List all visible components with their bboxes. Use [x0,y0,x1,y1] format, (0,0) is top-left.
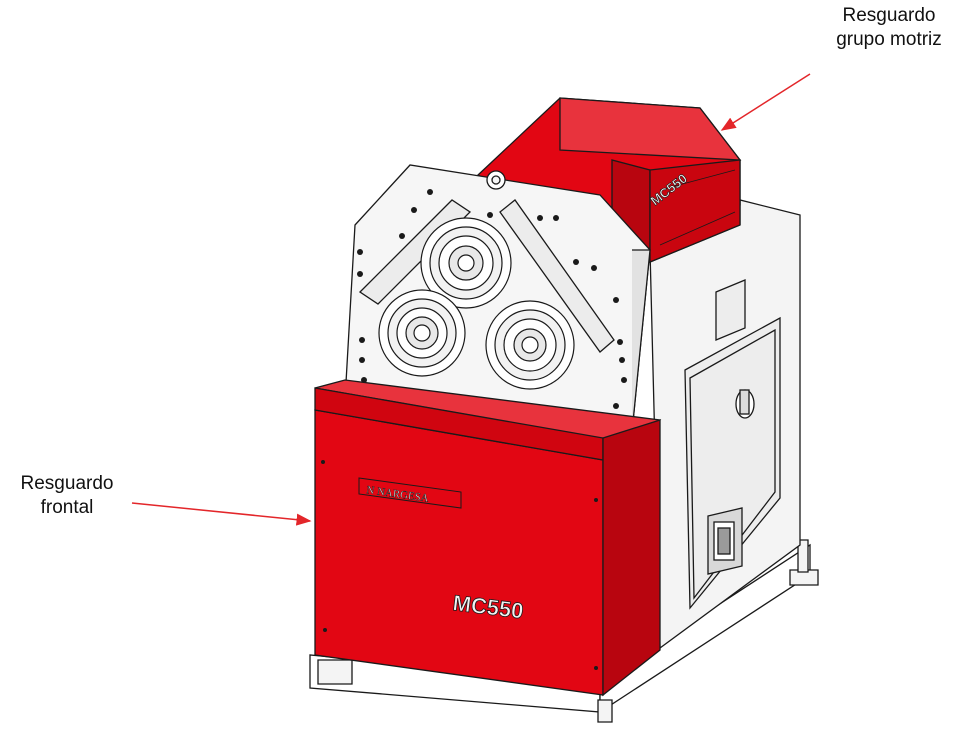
machine-body [649,199,801,650]
front-guard: N NARGESA MC550 [314,379,662,697]
roller-right [485,300,575,390]
label-frontal-line1: Resguardo [20,473,114,494]
arrow-frontal [131,502,312,526]
roller-top [420,217,512,309]
arrow-motriz [720,73,811,131]
label-resguardo-grupo-motriz: Resguardo grupo motriz [815,4,963,52]
label-motriz-line1: Resguardo [842,5,936,26]
roller-left [378,289,466,377]
label-motriz-line2: grupo motriz [836,29,942,50]
label-frontal-line2: frontal [40,497,94,518]
bolt-holes [357,189,627,409]
base-frame [309,539,819,723]
label-resguardo-frontal: Resguardo frontal [0,472,134,520]
